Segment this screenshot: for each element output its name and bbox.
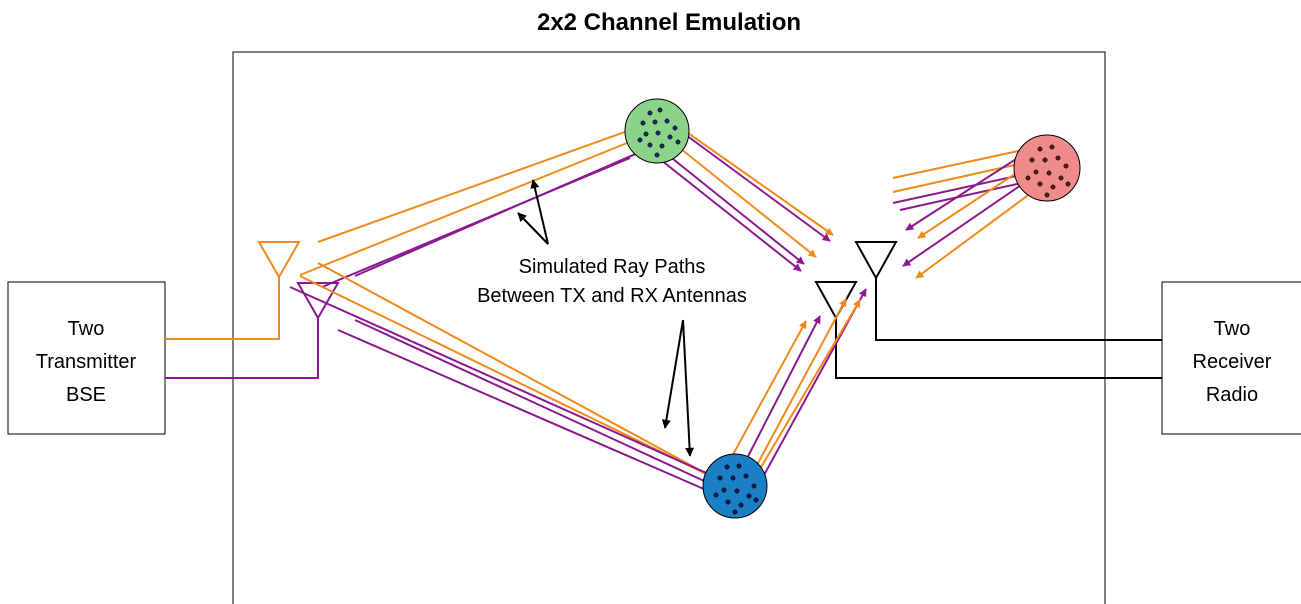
- annotation-line-1: Simulated Ray Paths: [519, 256, 706, 278]
- ray-paths-bottom: [289, 262, 867, 497]
- ray-paths-top: [299, 125, 834, 288]
- rx-label-line-2: Receiver: [1193, 351, 1272, 373]
- emulator-frame: [232, 51, 1106, 604]
- tx-label-line-1: Two: [68, 318, 105, 340]
- tx-antenna-orange: [165, 241, 301, 340]
- rx-label-line-1: Two: [1214, 318, 1251, 340]
- rx-label-line-3: Radio: [1206, 384, 1258, 406]
- annotation-arrows: [517, 179, 695, 457]
- scatterer-right: [1013, 134, 1081, 202]
- rx-antenna-1: [854, 241, 1162, 341]
- scatterer-top: [624, 98, 690, 164]
- tx-box: Two Transmitter BSE: [7, 281, 166, 435]
- tx-label-line-2: Transmitter: [36, 351, 137, 373]
- tx-label-line-3: BSE: [66, 384, 106, 406]
- diagram-title: 2x2 Channel Emulation: [537, 9, 801, 36]
- scatterer-bottom: [702, 453, 768, 519]
- rx-antenna-2: [814, 281, 1162, 379]
- annotation-line-2: Between TX and RX Antennas: [477, 285, 747, 307]
- rx-box: Two Receiver Radio: [1161, 281, 1301, 435]
